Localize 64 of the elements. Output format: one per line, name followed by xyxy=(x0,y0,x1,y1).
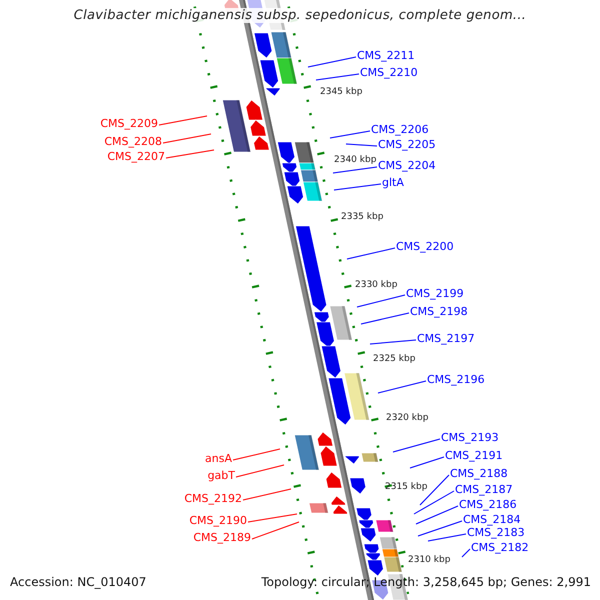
scale-label: 2325 kbp xyxy=(373,355,416,364)
gene-label: gltA xyxy=(382,177,404,188)
scale-label: 2335 kbp xyxy=(341,213,384,222)
leader-line xyxy=(378,380,426,394)
gene-label: CMS_2210 xyxy=(360,67,418,78)
leader-line xyxy=(462,548,470,558)
leader-line xyxy=(334,184,382,190)
scale-label: 2310 kbp xyxy=(408,556,450,565)
leader-line xyxy=(428,534,466,542)
gene-label: CMS_2200 xyxy=(396,241,454,252)
leader-line xyxy=(162,134,212,144)
gene-label: CMS_2207 xyxy=(107,151,165,162)
gene-label: CMS_2206 xyxy=(371,124,429,135)
leader-line xyxy=(332,166,378,174)
gene-label: CMS_2211 xyxy=(357,50,415,61)
leader-line xyxy=(410,456,444,468)
scale-label: 2315 kbp xyxy=(385,483,428,492)
gene-label: gabT xyxy=(208,470,235,481)
gene-label: CMS_2191 xyxy=(445,450,503,461)
leader-line xyxy=(392,438,440,452)
leader-line xyxy=(414,490,454,514)
gene-label: ansA xyxy=(205,453,232,464)
gene-label: CMS_2187 xyxy=(455,484,513,495)
gene-label: CMS_2189 xyxy=(193,532,251,543)
gene-label: CMS_2186 xyxy=(459,499,517,510)
leader-line xyxy=(232,448,280,460)
leader-line xyxy=(166,150,214,158)
gene-label: CMS_2184 xyxy=(463,514,521,525)
gene-label: CMS_2198 xyxy=(410,306,468,317)
leader-line xyxy=(242,488,292,500)
gene-label: CMS_2182 xyxy=(471,542,529,553)
gene-label: CMS_2208 xyxy=(104,136,162,147)
leader-line xyxy=(416,506,458,524)
gene-label: CMS_2188 xyxy=(450,468,508,479)
leader-line xyxy=(360,312,410,324)
scale-label: 2330 kbp xyxy=(355,281,398,290)
leader-line xyxy=(370,340,416,344)
gene-label: CMS_2204 xyxy=(378,160,436,171)
gene-label: CMS_2183 xyxy=(467,527,525,538)
gene-label: CMS_2209 xyxy=(100,118,158,129)
leader-line xyxy=(252,522,300,540)
scale-label: 2320 kbp xyxy=(386,414,428,423)
leader-line xyxy=(346,248,396,260)
gene-label: CMS_2196 xyxy=(427,374,485,385)
leader-line xyxy=(236,464,284,478)
genome-stats-text: Topology: circular; Length: 3,258,645 bp; Genes: 2,991 xyxy=(261,576,591,588)
gene-label: CMS_2197 xyxy=(417,333,475,344)
leader-line xyxy=(330,130,370,138)
leader-line xyxy=(316,74,360,80)
gene-label: CMS_2193 xyxy=(441,432,499,443)
leader-line xyxy=(356,294,406,308)
leader-line xyxy=(346,144,378,146)
accession-text: Accession: NC_010407 xyxy=(10,576,146,588)
leader-line xyxy=(158,116,208,126)
scale-label: 2345 kbp xyxy=(320,88,362,97)
leader-line xyxy=(418,520,462,536)
gene-label: CMS_2205 xyxy=(378,139,436,150)
gene-label: CMS_2192 xyxy=(184,493,242,504)
scale-label: 2340 kbp xyxy=(334,156,376,165)
gene-label: CMS_2190 xyxy=(189,515,247,526)
leader-line xyxy=(248,514,298,522)
leader-line xyxy=(308,56,356,68)
leader-line xyxy=(420,474,450,506)
gene-label: CMS_2199 xyxy=(406,288,464,299)
